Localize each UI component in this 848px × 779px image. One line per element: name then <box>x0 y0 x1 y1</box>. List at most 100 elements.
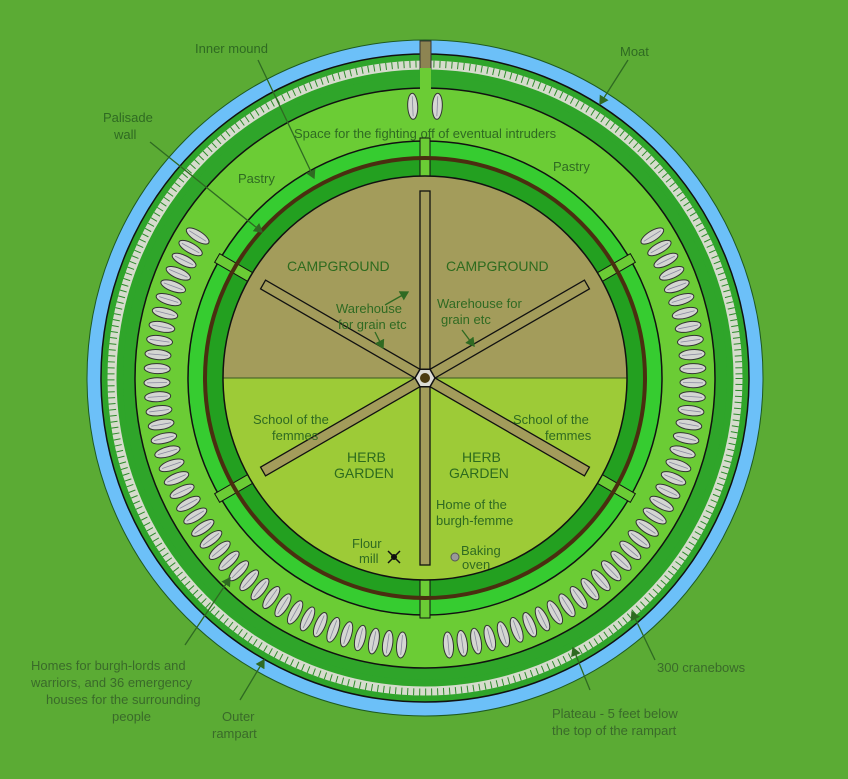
label-home-femme-2: burgh-femme <box>436 513 513 528</box>
path-spoke <box>419 384 431 566</box>
house <box>580 578 600 601</box>
house <box>218 550 240 571</box>
house <box>649 495 674 512</box>
house <box>456 630 469 657</box>
house <box>653 252 679 269</box>
label-school-right-1: School of the <box>513 412 589 427</box>
label-outer-rampart-2: rampart <box>212 726 257 741</box>
house <box>659 265 685 281</box>
label-home-femme-1: Home of the <box>436 497 507 512</box>
house <box>669 445 696 459</box>
label-warehouse-left-2: for grain etc <box>338 317 407 332</box>
house <box>483 624 497 652</box>
house <box>627 530 651 549</box>
house <box>663 279 690 294</box>
label-space: Space for the fighting off of eventual i… <box>294 126 557 141</box>
house <box>178 239 203 257</box>
gate-passage <box>420 68 431 90</box>
house <box>509 616 524 643</box>
label-palisade-1: Palisade <box>103 110 153 125</box>
arrow-homes <box>184 576 231 646</box>
baking-oven-icon <box>450 552 460 562</box>
house <box>160 279 187 294</box>
label-homes-4: people <box>112 709 151 724</box>
house <box>671 306 699 320</box>
house <box>522 612 538 638</box>
house <box>144 391 172 403</box>
house <box>672 432 700 445</box>
house <box>678 348 706 361</box>
center-well-icon <box>420 373 430 383</box>
house <box>635 519 659 537</box>
house <box>262 585 281 610</box>
house <box>442 631 455 659</box>
house <box>339 621 354 648</box>
house <box>569 585 588 610</box>
arrow-warehouse-left-up <box>384 291 410 306</box>
house <box>155 292 182 307</box>
house <box>678 391 706 403</box>
house <box>640 227 665 245</box>
label-flour-2: mill <box>359 551 379 566</box>
house <box>145 404 173 417</box>
house <box>151 306 179 320</box>
houses <box>143 92 707 659</box>
house <box>660 471 687 486</box>
house <box>534 606 551 632</box>
arrow-palisade <box>149 141 264 233</box>
house <box>171 252 197 269</box>
house <box>163 471 190 486</box>
house <box>199 530 223 549</box>
arrow-outer-rampart <box>239 658 265 701</box>
house <box>185 227 210 245</box>
arrow-plateau <box>571 646 591 691</box>
house <box>176 495 201 512</box>
house <box>647 239 672 257</box>
house <box>208 540 231 560</box>
label-herb-right-1: HERB <box>462 449 501 465</box>
house <box>610 550 632 571</box>
label-homes-1: Homes for burgh-lords and <box>31 658 186 673</box>
label-plateau-1: Plateau - 5 feet below <box>552 706 678 721</box>
house <box>665 458 692 473</box>
label-school-left-2: femmes <box>272 428 319 443</box>
gate-bridge <box>419 40 432 70</box>
flour-mill-icon <box>387 550 401 564</box>
house <box>312 612 328 638</box>
house <box>326 616 341 643</box>
label-inner-mound: Inner mound <box>195 41 268 56</box>
house <box>558 593 576 618</box>
house <box>367 627 380 655</box>
label-warehouse-right-2: grain etc <box>441 312 491 327</box>
label-palisade-2: wall <box>113 127 137 142</box>
label-herb-left-2: GARDEN <box>334 465 394 481</box>
arrow-warehouse-left <box>374 331 385 350</box>
house <box>250 578 270 601</box>
house <box>600 560 622 582</box>
house <box>239 569 260 592</box>
house <box>154 445 181 459</box>
label-oven-1: Baking <box>461 543 501 558</box>
house <box>381 630 394 657</box>
house <box>619 540 642 560</box>
house <box>143 377 171 389</box>
house <box>147 418 175 431</box>
label-warehouse-left-1: Warehouse <box>336 301 402 316</box>
house <box>353 624 367 652</box>
house <box>191 519 215 537</box>
house <box>668 292 695 307</box>
house <box>146 334 173 347</box>
house <box>677 404 705 417</box>
house <box>677 334 704 347</box>
label-campground-left: CAMPGROUND <box>287 258 390 274</box>
house <box>144 348 172 361</box>
house <box>165 265 191 281</box>
label-homes-2: warriors, and 36 emergency <box>30 675 193 690</box>
house <box>675 418 703 431</box>
house <box>148 320 176 333</box>
house <box>546 600 564 625</box>
house <box>299 606 316 632</box>
house <box>655 483 681 499</box>
house <box>679 377 707 389</box>
house <box>150 432 178 445</box>
